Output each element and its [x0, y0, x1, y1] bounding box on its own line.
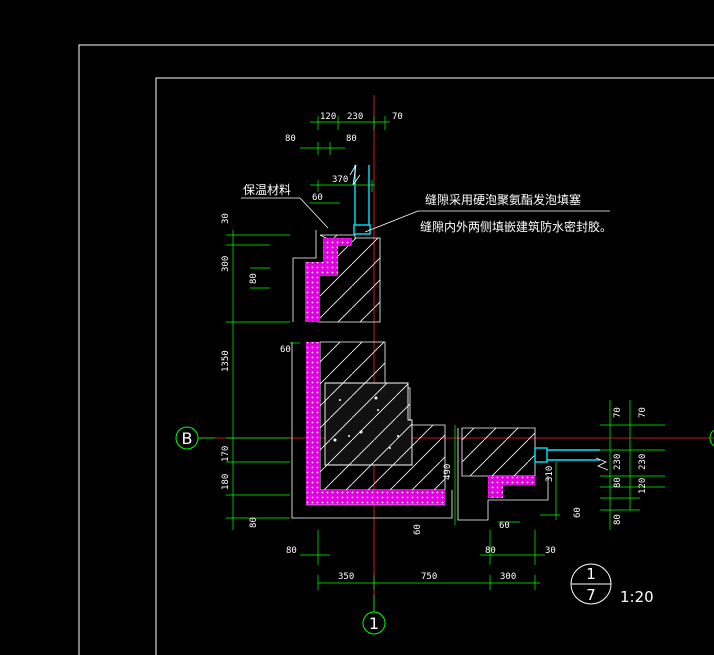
dim-mid-60b: 60 [499, 521, 510, 531]
dim-left-30: 30 [221, 213, 231, 224]
dim-right-80b: 80 [613, 514, 623, 525]
dim-right-230b: 230 [638, 454, 648, 470]
dim-top-80b: 80 [346, 134, 357, 144]
upper-insulation [305, 238, 352, 322]
dim-right-70b: 70 [638, 407, 648, 418]
dim-left-1350: 1350 [221, 350, 231, 372]
joint-seal [353, 165, 600, 463]
scale-text: 1:20 [620, 588, 654, 606]
dim-top-80a: 80 [285, 134, 296, 144]
axis-lines [200, 95, 714, 612]
dim-bot-80b: 80 [485, 546, 496, 556]
dim-mid-60c: 60 [573, 507, 583, 518]
row-axis-bubble: B [175, 426, 714, 450]
dim-right-120: 120 [638, 478, 648, 494]
dim-mid-490: 490 [443, 464, 453, 480]
leader-lines [241, 197, 610, 233]
dim-left-170: 170 [221, 446, 231, 462]
dim-bot-350: 350 [338, 572, 354, 582]
dim-mid-60: 60 [413, 524, 423, 535]
dimension-texts: 120 230 70 80 80 370 60 30 300 80 1350 6… [221, 112, 648, 582]
right-insulation [488, 476, 535, 498]
joint-note-line-2: 缝隙内外两侧填嵌建筑防水密封胶。 [420, 219, 612, 234]
dim-left-80b: 80 [249, 517, 259, 528]
dim-mid-310: 310 [545, 466, 555, 482]
dim-left-80: 80 [249, 273, 259, 284]
material-label: 保温材料 [243, 183, 291, 197]
detail-number-bottom: 7 [586, 586, 596, 604]
dim-top-120: 120 [320, 112, 336, 122]
dim-bot-80: 80 [286, 546, 297, 556]
column-axis-bubble: 1 [362, 595, 386, 635]
detail-symbol: 1 7 [570, 563, 612, 605]
wall-structure [291, 164, 609, 521]
dim-bot-750: 750 [421, 572, 437, 582]
dimension-lines [226, 116, 665, 590]
dim-right-80: 80 [613, 477, 623, 488]
dim-top-370: 370 [332, 175, 348, 185]
concrete-aggregate [333, 396, 399, 449]
dim-right-230a: 230 [613, 454, 623, 470]
dim-bot-30: 30 [545, 546, 556, 556]
detail-number-top: 1 [586, 565, 596, 583]
dim-top-70: 70 [392, 112, 403, 122]
lower-insulation [306, 342, 445, 505]
dim-right-70a: 70 [613, 407, 623, 418]
dim-left-180: 180 [221, 474, 231, 490]
dim-left-300: 300 [221, 256, 231, 272]
dim-top-60: 60 [312, 193, 323, 203]
dim-left-60: 60 [280, 345, 291, 355]
row-axis-label: B [182, 429, 193, 448]
column-axis-label: 1 [369, 614, 379, 633]
drawing-frame [78, 44, 714, 655]
dim-bot-300: 300 [500, 572, 516, 582]
joint-note-line-1: 缝隙采用硬泡聚氨酯发泡填塞 [425, 192, 581, 207]
dim-top-230: 230 [347, 112, 363, 122]
